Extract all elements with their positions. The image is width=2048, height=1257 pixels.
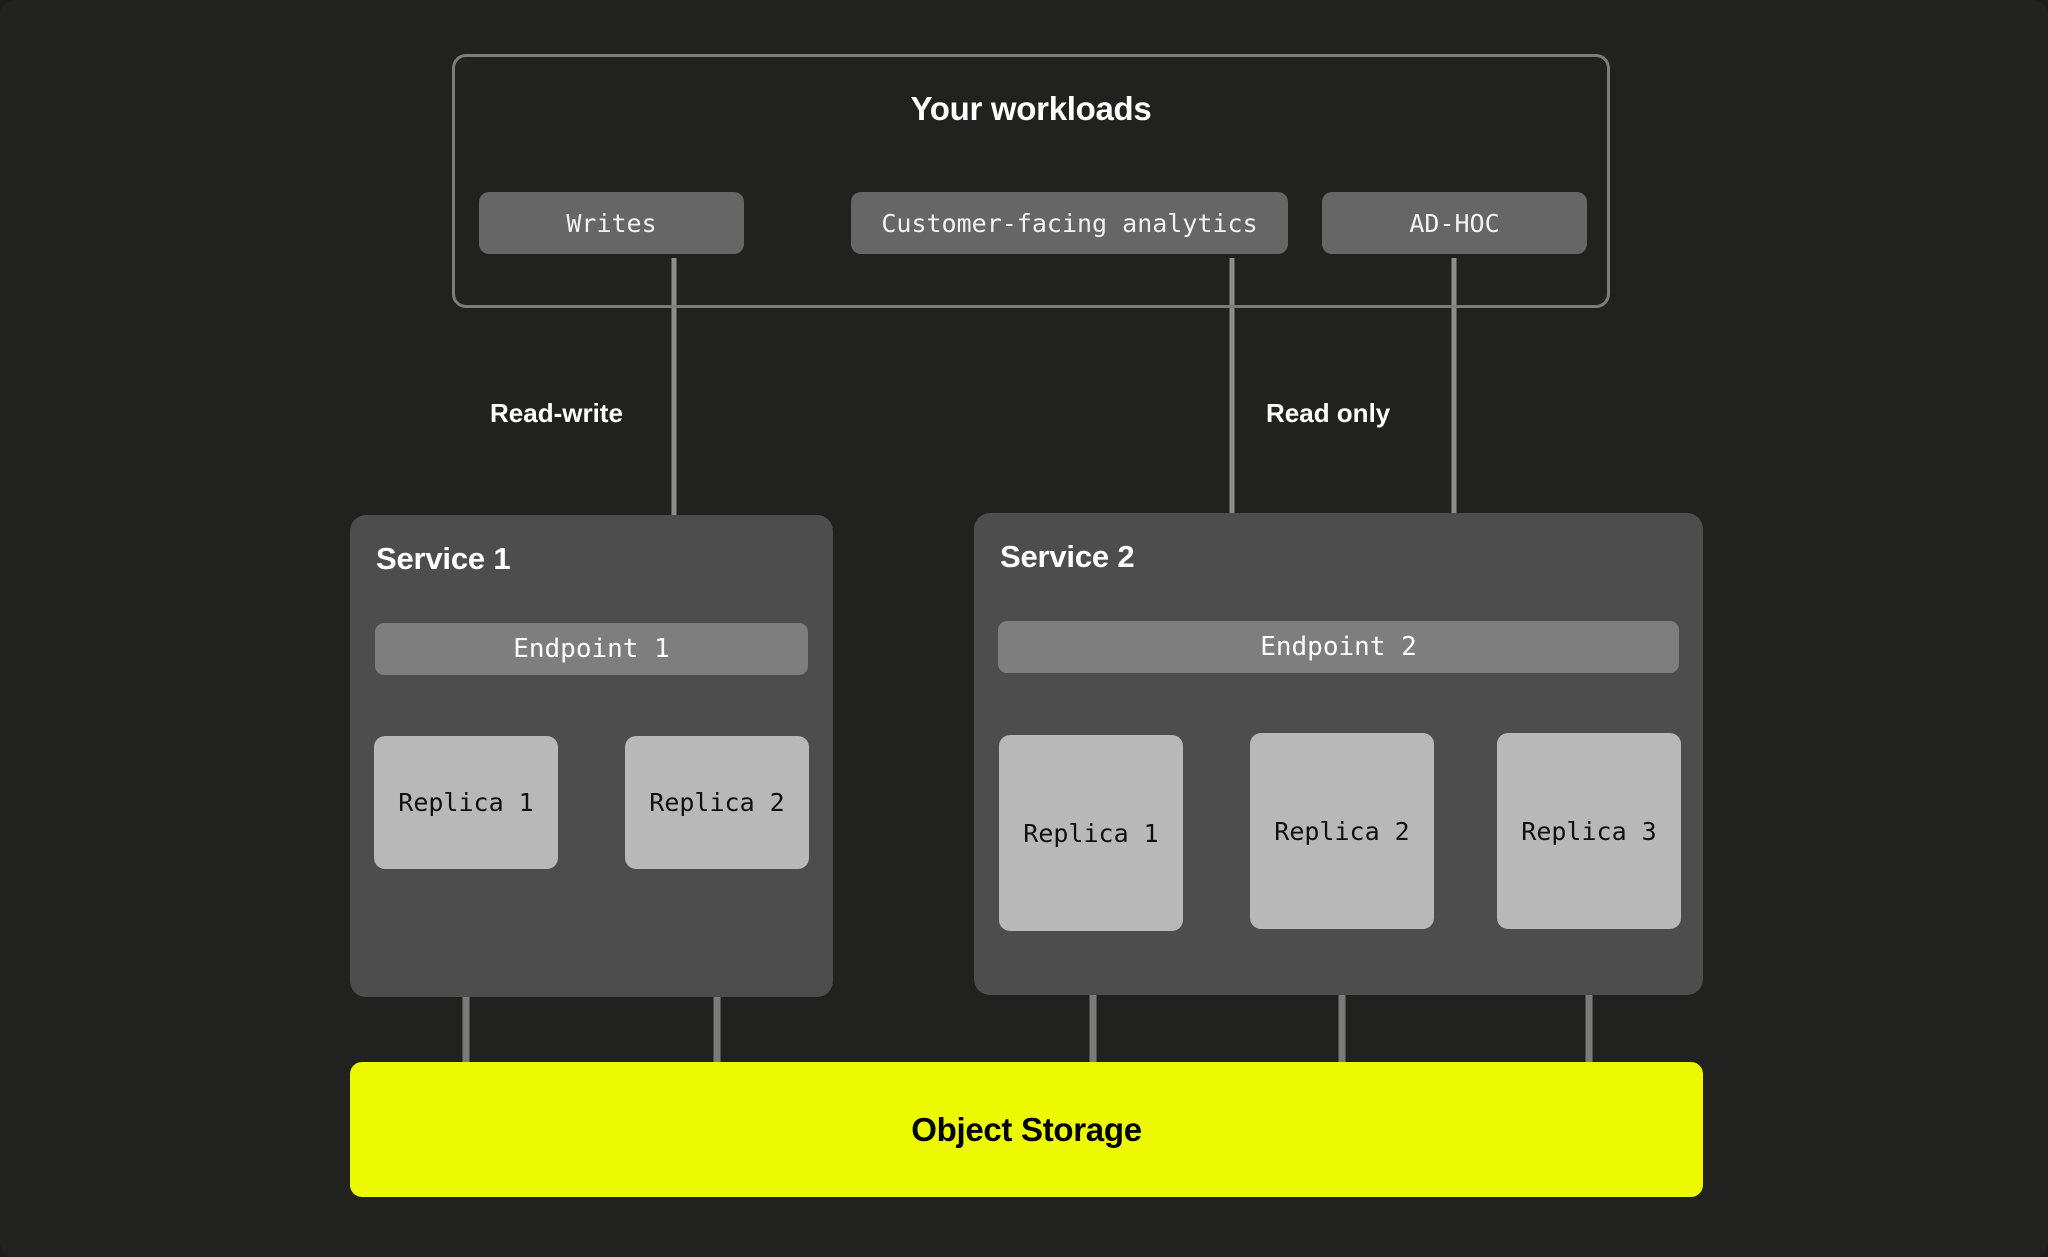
service1-replica-1[interactable]: Replica 1 <box>374 736 558 869</box>
workload-chip-label: Customer-facing analytics <box>881 208 1258 238</box>
workloads-frame <box>452 54 1610 308</box>
endpoint-label: Endpoint 2 <box>1260 632 1417 662</box>
replica-label: Replica 2 <box>649 788 785 817</box>
replica-label: Replica 3 <box>1521 816 1657 846</box>
service2-replica-3[interactable]: Replica 3 <box>1497 733 1681 929</box>
edge-label-read-write: Read-write <box>490 398 623 428</box>
workload-chip-customer-facing-analytics[interactable]: Customer-facing analytics <box>851 192 1288 254</box>
service-title-1: Service 1 <box>376 541 511 576</box>
replica-label: Replica 1 <box>398 788 534 817</box>
endpoint-1[interactable]: Endpoint 1 <box>375 623 808 675</box>
workload-chip-label: AD-HOC <box>1409 208 1500 238</box>
replica-label: Replica 1 <box>1023 818 1159 848</box>
replica-label: Replica 2 <box>1274 816 1410 846</box>
workload-chip-writes[interactable]: Writes <box>479 192 744 254</box>
service2-replica-2[interactable]: Replica 2 <box>1250 733 1434 929</box>
workload-chip-ad-hoc[interactable]: AD-HOC <box>1322 192 1587 254</box>
endpoint-label: Endpoint 1 <box>513 634 670 664</box>
workload-chip-label: Writes <box>566 208 657 238</box>
service1-replica-2[interactable]: Replica 2 <box>625 736 809 869</box>
workloads-title: Your workloads <box>910 90 1152 127</box>
object-storage-label: Object Storage <box>911 1110 1142 1148</box>
endpoint-2[interactable]: Endpoint 2 <box>998 621 1679 673</box>
object-storage-bar[interactable]: Object Storage <box>350 1062 1703 1197</box>
service2-replica-1[interactable]: Replica 1 <box>999 735 1183 931</box>
edge-label-read-only: Read only <box>1266 398 1391 428</box>
service-title-2: Service 2 <box>1000 539 1135 574</box>
